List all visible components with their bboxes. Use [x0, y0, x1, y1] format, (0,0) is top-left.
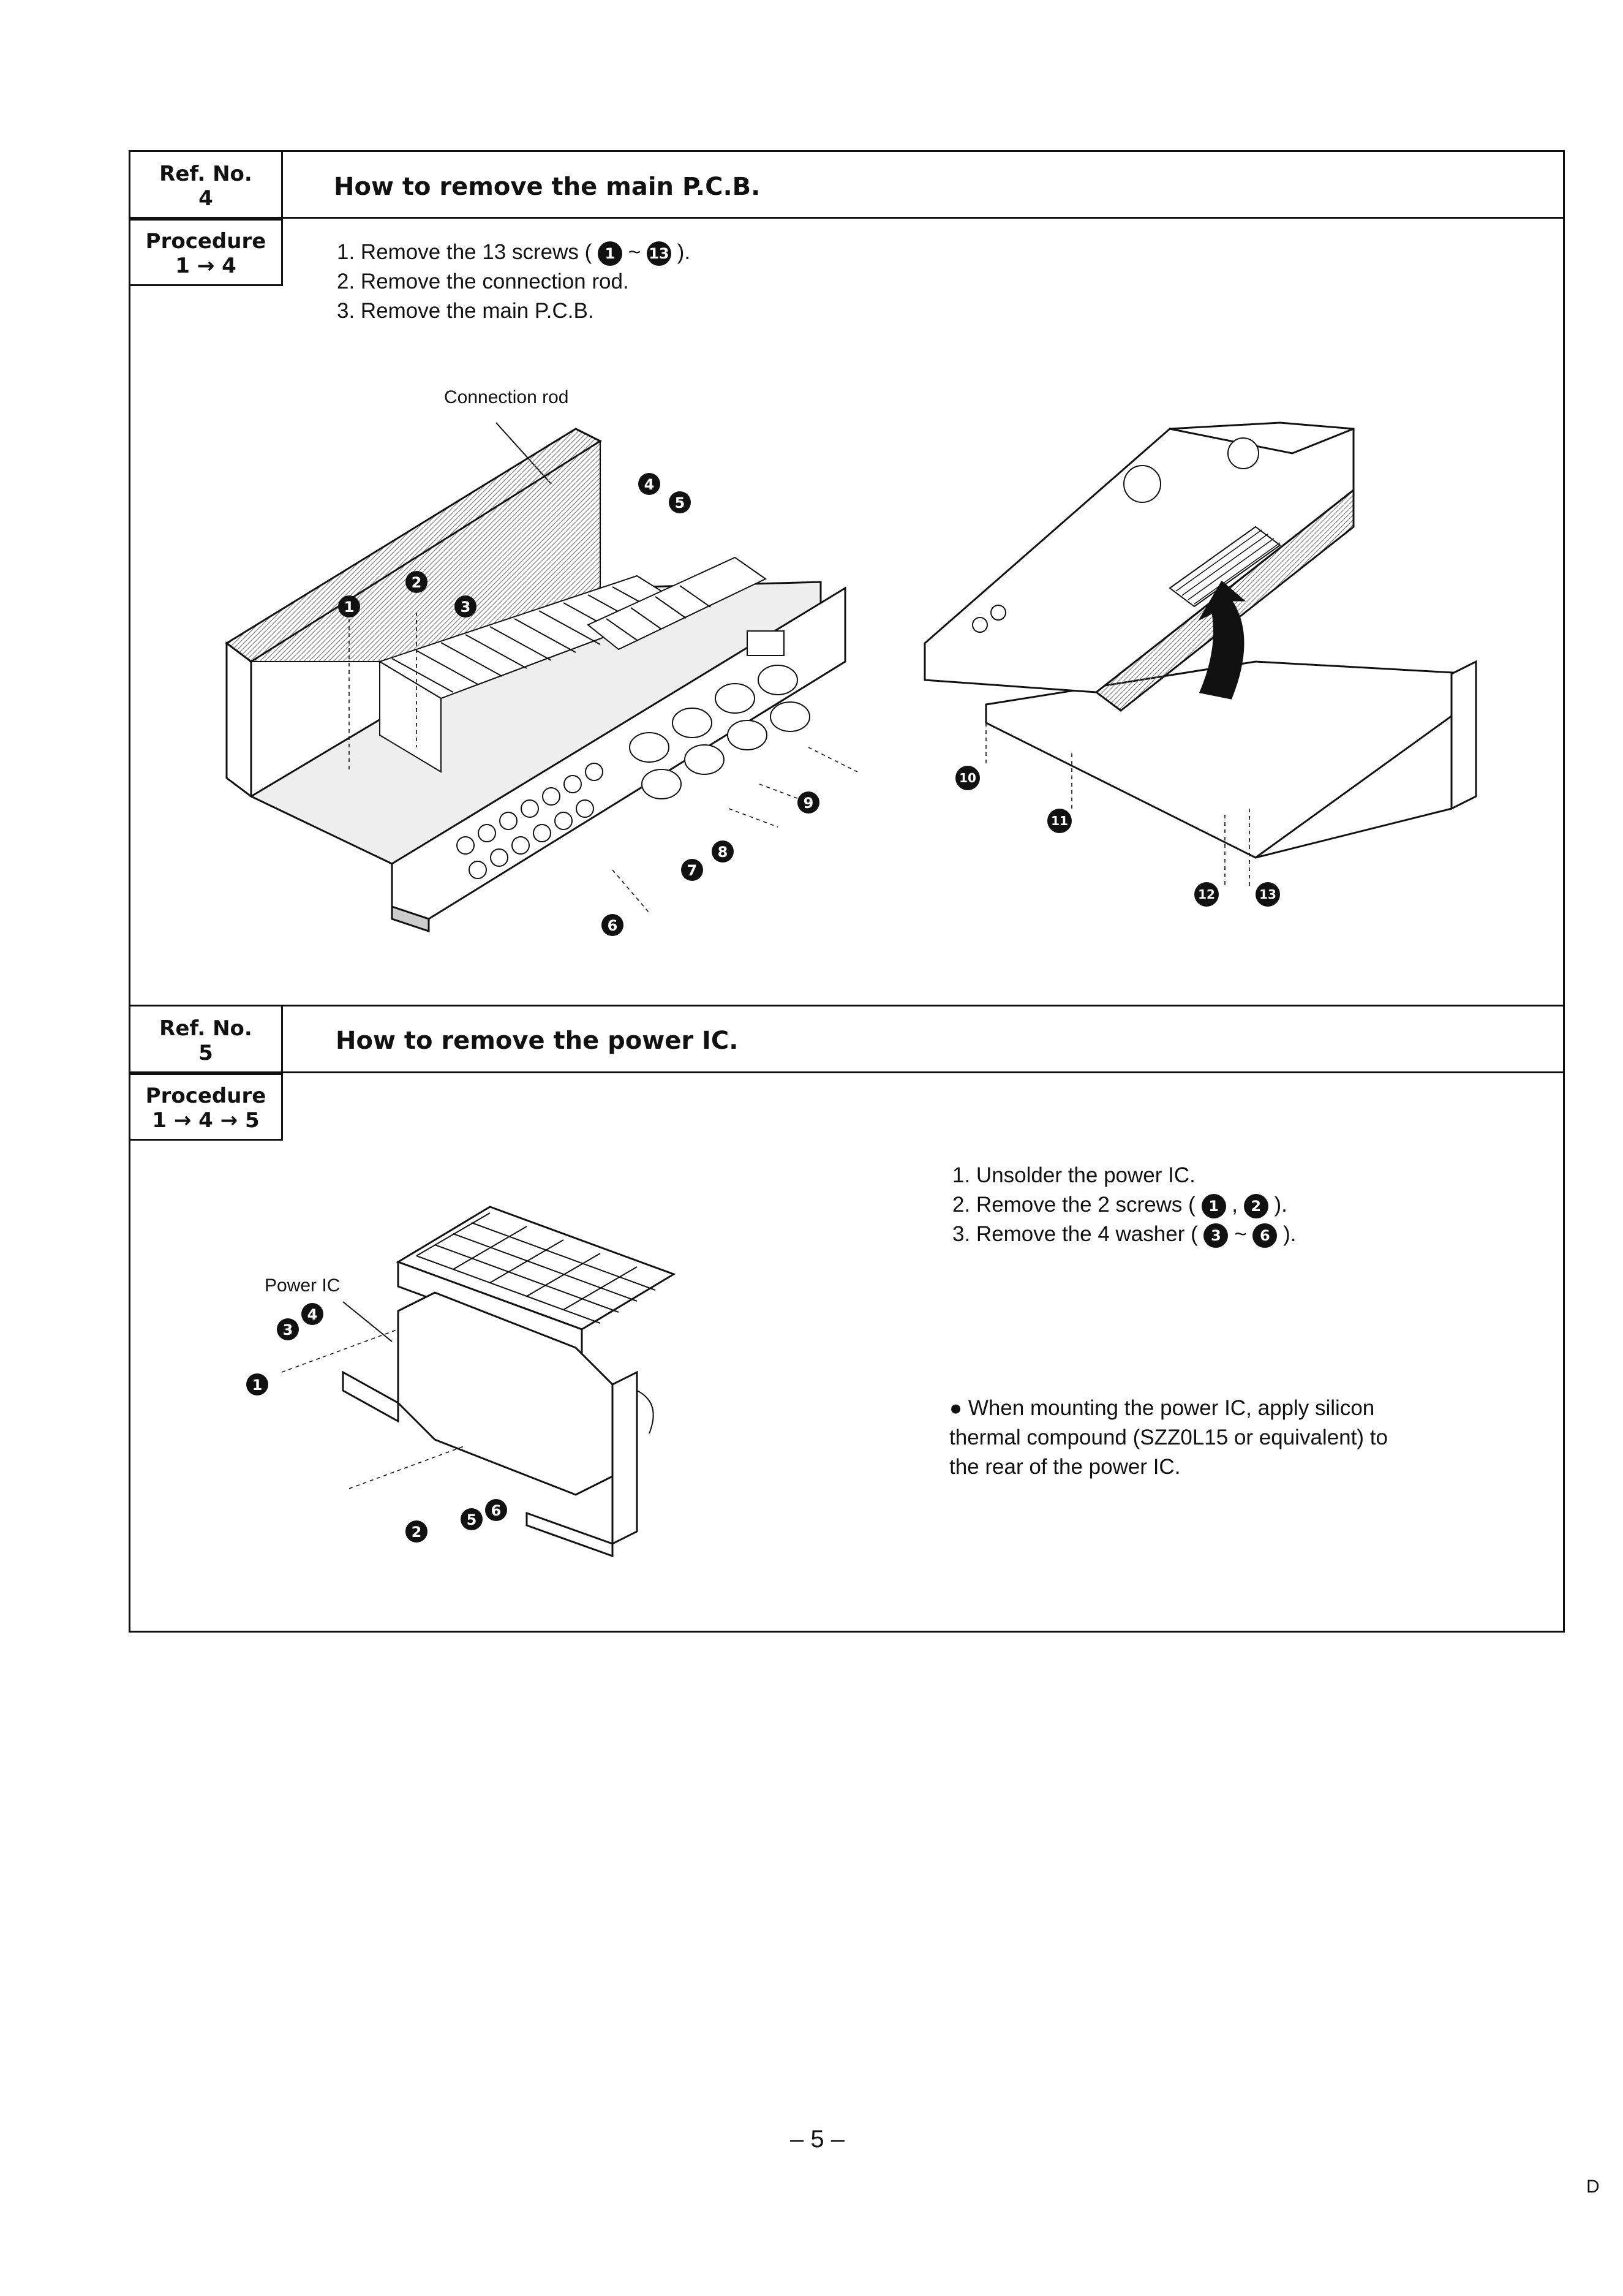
connection-rod-label: Connection rod — [444, 387, 569, 407]
procedure-box-4: Procedure 1 → 4 — [129, 219, 283, 286]
svg-text:11: 11 — [1051, 814, 1068, 828]
ref-no-value: 4 — [198, 186, 213, 211]
title-rule-5 — [283, 1071, 1565, 1073]
svg-text:1: 1 — [344, 599, 355, 616]
svg-text:7: 7 — [687, 862, 698, 879]
screw-number-badge: 1 — [1201, 1193, 1226, 1218]
svg-text:4: 4 — [307, 1306, 318, 1323]
screw-callouts-b: 10 11 12 13 — [955, 766, 1280, 907]
svg-text:4: 4 — [644, 476, 655, 493]
page-number: – 5 – — [790, 2126, 845, 2153]
power-ic-illustration: 1 3 4 2 5 6 — [246, 1206, 676, 1558]
screw-number-badge: 2 — [1243, 1193, 1268, 1218]
range-sep: ~ — [1234, 1222, 1247, 1246]
part-callouts: 1 3 4 2 5 6 — [246, 1303, 507, 1543]
svg-text:12: 12 — [1198, 887, 1215, 902]
ref-no-label: Ref. No. — [159, 162, 252, 186]
step-1-end: ). — [677, 240, 691, 264]
ref-no-value: 5 — [198, 1041, 213, 1065]
svg-text:1: 1 — [252, 1376, 263, 1394]
screw-number-badge: 1 — [598, 241, 623, 266]
svg-text:3: 3 — [283, 1321, 293, 1339]
svg-text:13: 13 — [1259, 887, 1276, 902]
title-rule-4 — [283, 217, 1565, 219]
svg-text:6: 6 — [491, 1502, 502, 1519]
list-sep: , — [1232, 1193, 1238, 1217]
range-sep: ~ — [628, 240, 641, 264]
steps-list-4: 1. Remove the 13 screws ( 1 ~ 13 ). 2. R… — [337, 238, 690, 326]
step-1: 1. Unsolder the power IC. — [952, 1163, 1196, 1187]
step-3-text: 3. Remove the 4 washer ( — [952, 1222, 1198, 1246]
ref-no-label: Ref. No. — [159, 1016, 252, 1041]
section-title-4: How to remove the main P.C.B. — [334, 173, 761, 201]
step-2: 2. Remove the 2 screws ( 1 , 2 ). — [952, 1190, 1297, 1220]
procedure-label: Procedure — [145, 229, 266, 254]
step-3-end: ). — [1283, 1222, 1297, 1246]
washer-number-badge: 6 — [1252, 1223, 1278, 1248]
power-ic-label: Power IC — [265, 1275, 341, 1296]
chassis-illustration: 1 2 3 4 5 6 7 8 9 — [225, 422, 858, 936]
steps-list-5: 1. Unsolder the power IC. 2. Remove the … — [952, 1161, 1297, 1249]
step-2-text: 2. Remove the 2 screws ( — [952, 1193, 1196, 1217]
procedure-value: 1 → 4 — [175, 254, 236, 278]
step-3: 3. Remove the main P.C.B. — [337, 299, 594, 323]
procedure-box-5: Procedure 1 → 4 → 5 — [129, 1073, 283, 1141]
screw-callouts-a: 1 2 3 4 5 6 7 8 9 — [338, 473, 819, 936]
ref-no-box-4: Ref. No. 4 — [129, 150, 283, 219]
corner-mark: D — [1586, 2177, 1600, 2197]
step-1: 1. Remove the 13 screws ( 1 ~ 13 ). — [337, 238, 690, 267]
svg-text:5: 5 — [467, 1511, 477, 1528]
svg-text:3: 3 — [461, 599, 471, 616]
step-2: 2. Remove the connection rod. — [337, 270, 629, 293]
procedure-label: Procedure — [145, 1084, 266, 1108]
section-divider — [129, 1005, 1565, 1006]
procedure-value: 1 → 4 → 5 — [152, 1108, 260, 1133]
svg-text:9: 9 — [804, 795, 814, 812]
svg-text:2: 2 — [412, 574, 422, 591]
step-1-text: 1. Remove the 13 screws ( — [337, 240, 592, 264]
mounting-note: ● When mounting the power IC, apply sili… — [949, 1396, 1388, 1479]
section-title-5: How to remove the power IC. — [336, 1027, 739, 1055]
opened-unit-illustration: 10 11 12 13 — [924, 421, 1477, 907]
main-frame — [129, 150, 1565, 1633]
svg-text:6: 6 — [608, 917, 618, 934]
svg-text:10: 10 — [959, 771, 976, 785]
step-2-end: ). — [1274, 1193, 1287, 1217]
svg-text:8: 8 — [718, 844, 728, 861]
screw-number-badge: 13 — [646, 241, 671, 266]
ref-no-box-5: Ref. No. 5 — [129, 1005, 283, 1073]
svg-text:5: 5 — [675, 494, 685, 512]
step-3: 3. Remove the 4 washer ( 3 ~ 6 ). — [952, 1220, 1297, 1249]
washer-number-badge: 3 — [1203, 1223, 1229, 1248]
svg-text:2: 2 — [412, 1524, 422, 1541]
